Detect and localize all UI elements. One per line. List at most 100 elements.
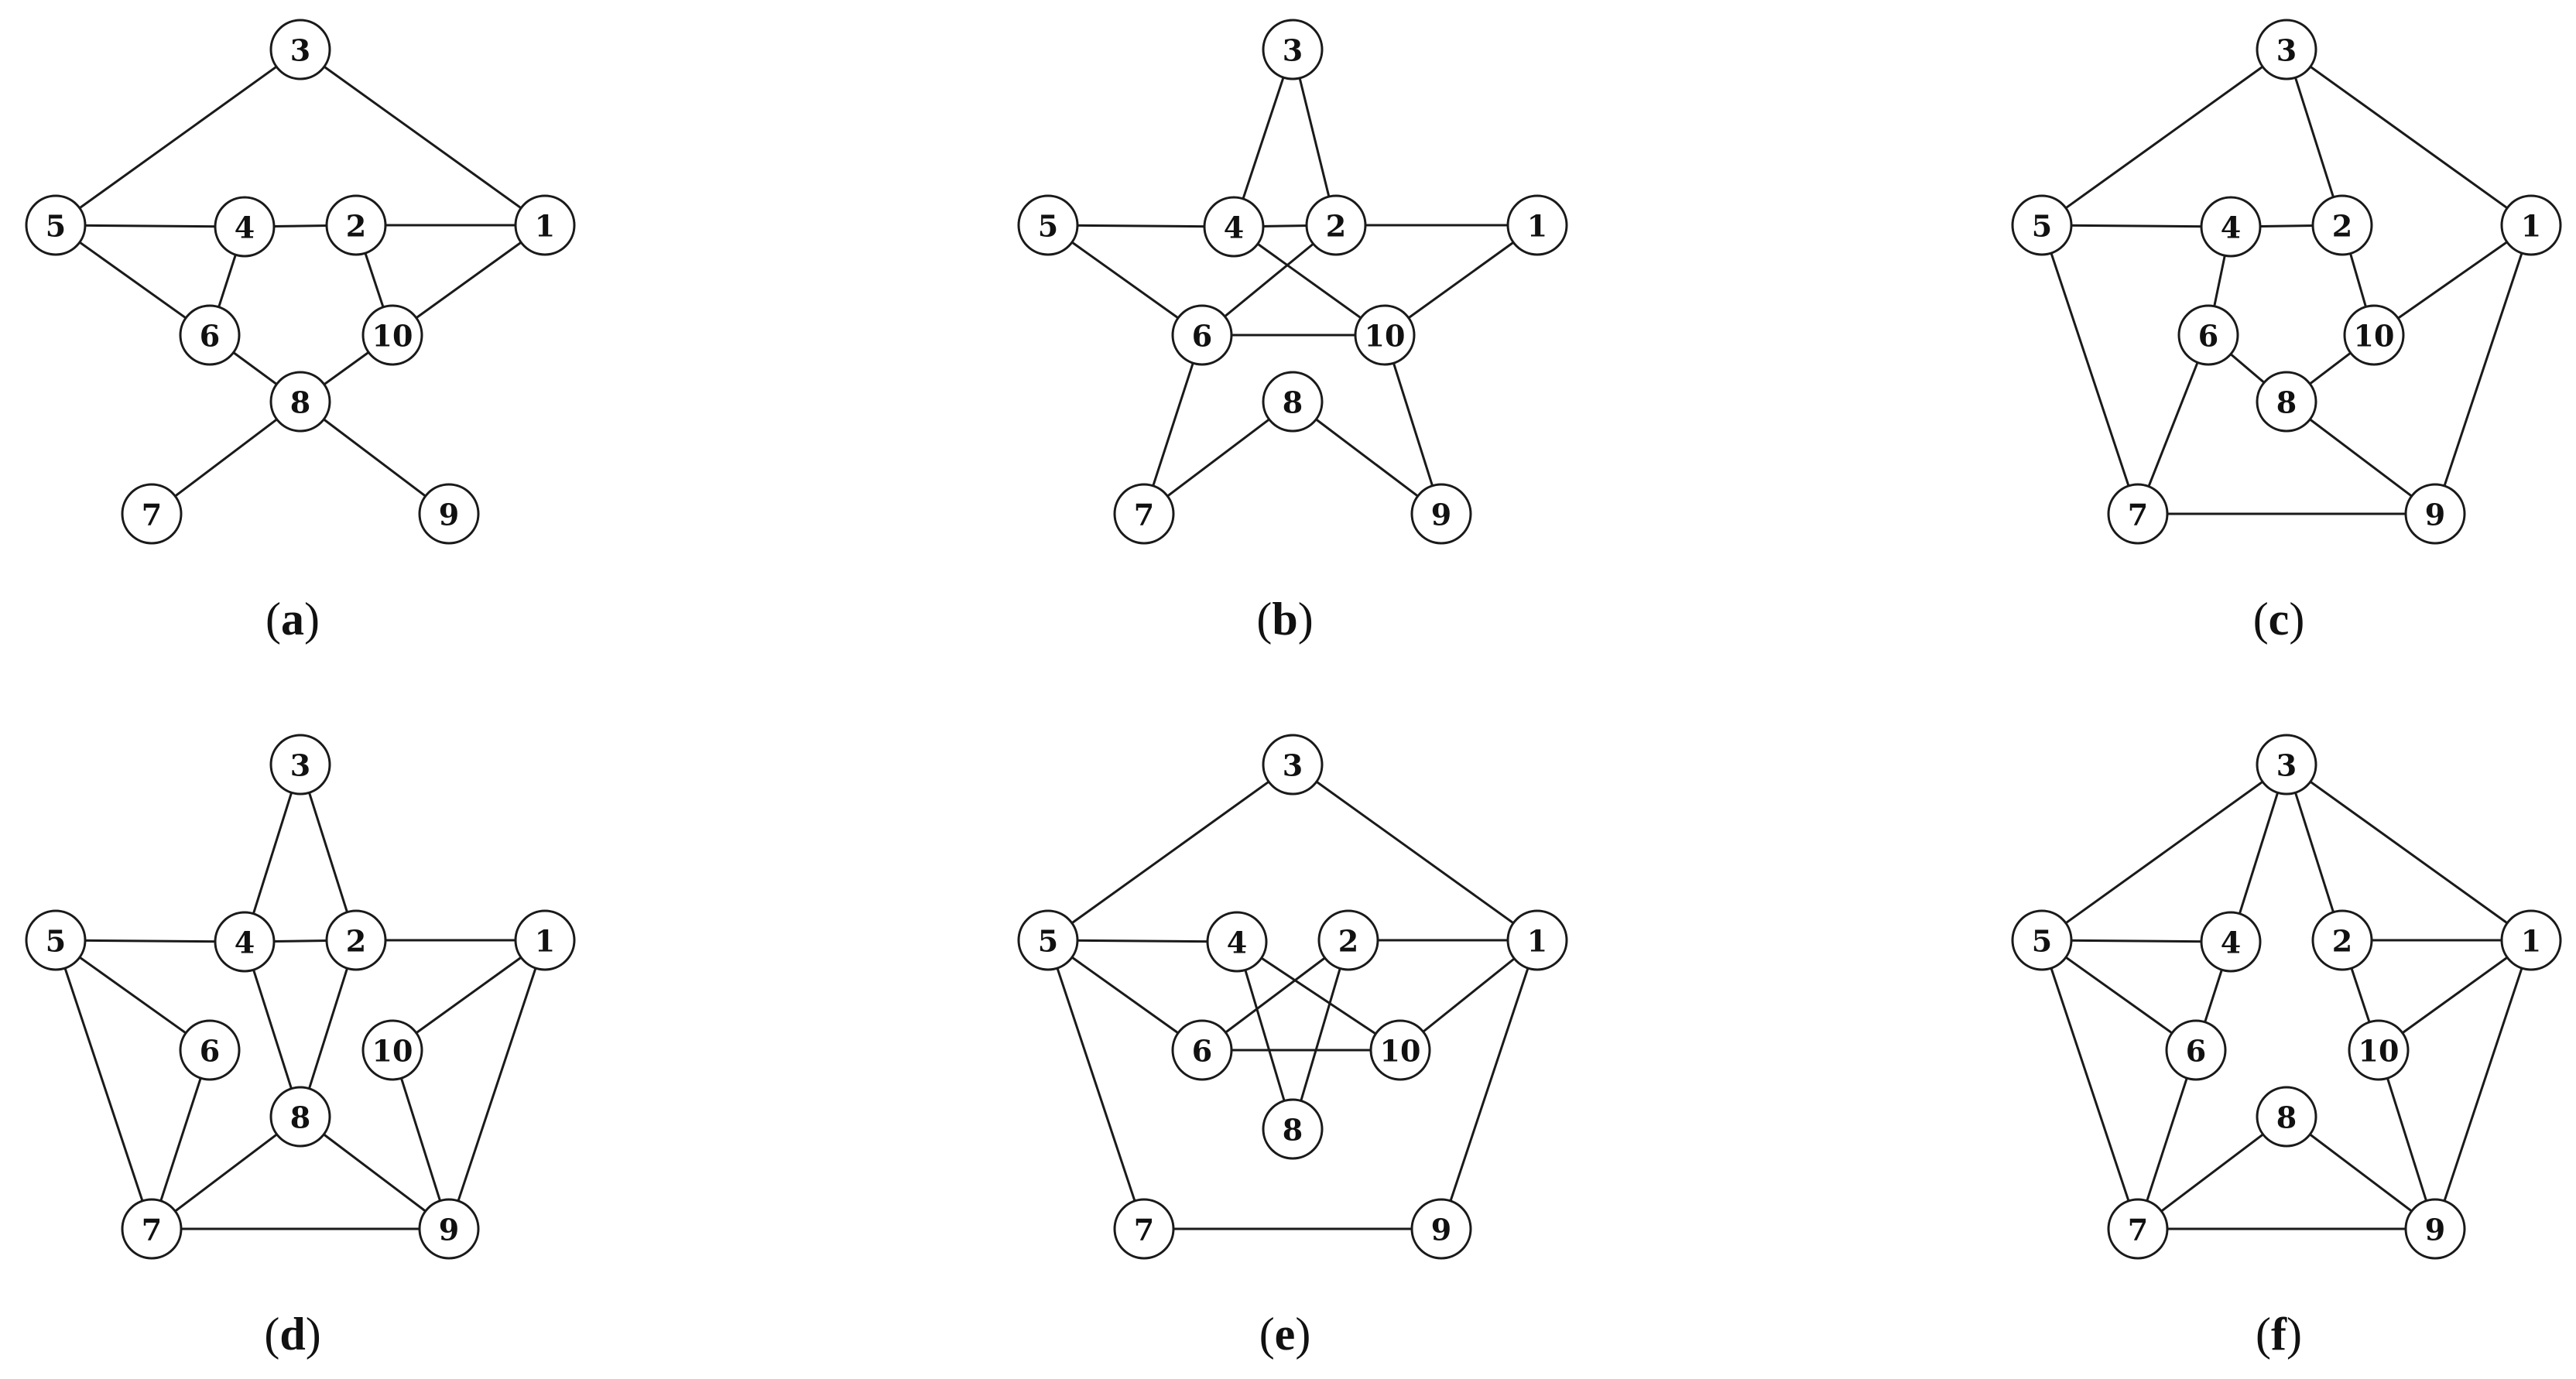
node-label: 2 — [346, 209, 366, 244]
node-7: 7 — [1113, 1198, 1175, 1260]
edge-3-2 — [2285, 49, 2344, 226]
node-circle — [2177, 304, 2239, 366]
edge-5-4 — [55, 224, 245, 228]
node-4: 4 — [214, 196, 276, 258]
node-circle — [2011, 194, 2073, 256]
node-label: 9 — [2425, 498, 2445, 532]
node-5: 5 — [25, 909, 87, 971]
node-9: 9 — [418, 483, 480, 545]
node-circle — [1410, 1198, 1472, 1260]
node-7: 7 — [121, 1198, 183, 1260]
node-4: 4 — [2200, 196, 2262, 258]
edges — [1047, 49, 1538, 515]
edge-5-6 — [55, 224, 211, 337]
edge-6-7 — [150, 1049, 211, 1230]
edges — [2040, 48, 2533, 515]
edge-3-4 — [243, 764, 302, 943]
edge-5-7 — [1046, 939, 1146, 1230]
panel-caption: (b) — [1256, 594, 1313, 645]
node-3: 3 — [1262, 734, 1324, 796]
edge-8-9 — [2286, 1115, 2436, 1230]
edge-8-9 — [300, 400, 450, 515]
node-9: 9 — [2404, 1198, 2466, 1260]
edge-2-8 — [299, 939, 358, 1117]
node-label: 4 — [235, 926, 255, 960]
node-6: 6 — [179, 304, 241, 366]
edge-5-7 — [2040, 224, 2139, 515]
edge-5-4 — [55, 939, 245, 943]
node-4: 4 — [214, 911, 276, 973]
node-circle — [2343, 304, 2405, 366]
node-label: 8 — [1283, 1113, 1303, 1148]
caption-letter: a — [281, 594, 304, 645]
node-label: 8 — [2276, 385, 2297, 420]
node-label: 2 — [1338, 924, 1358, 959]
node-circle — [1113, 1198, 1175, 1260]
edge-4-8 — [243, 941, 302, 1117]
edge-2-8 — [1291, 939, 1350, 1130]
edge-3-1 — [300, 48, 546, 227]
node-9: 9 — [1410, 483, 1472, 545]
node-1: 1 — [514, 194, 576, 256]
caption-close: ) — [306, 1309, 321, 1360]
node-label: 3 — [2276, 748, 2297, 783]
node-5: 5 — [25, 194, 87, 256]
node-5: 5 — [1017, 194, 1079, 256]
caption-close: ) — [304, 594, 320, 645]
edge-3-2 — [2285, 764, 2344, 941]
node-circle — [1506, 194, 1568, 256]
node-circle — [2311, 194, 2373, 256]
caption-letter: c — [2269, 594, 2290, 645]
node-circle — [1369, 1019, 1431, 1081]
node-circle — [269, 734, 331, 796]
edge-1-10 — [1384, 224, 1538, 337]
caption-open: ( — [2256, 1309, 2271, 1360]
panel-caption: (f) — [2256, 1309, 2302, 1360]
edge-5-4 — [2041, 224, 2232, 228]
panel-caption: (c) — [2253, 594, 2305, 645]
node-circle — [2200, 911, 2262, 973]
node-label: 4 — [235, 210, 255, 245]
node-2: 2 — [1317, 909, 1379, 971]
node-10: 10 — [2348, 1019, 2410, 1081]
edge-4-10 — [1233, 225, 1386, 337]
edge-1-9 — [447, 939, 546, 1230]
node-label: 10 — [372, 1034, 413, 1069]
node-label: 2 — [346, 924, 366, 959]
node-label: 5 — [46, 209, 66, 244]
edge-1-10 — [2373, 224, 2532, 337]
node-label: 3 — [290, 748, 310, 783]
node-label: 1 — [1527, 209, 1547, 244]
node-4: 4 — [1203, 196, 1265, 258]
node-label: 2 — [2332, 924, 2352, 959]
node-circle — [269, 19, 331, 80]
node-circle — [514, 909, 576, 971]
node-circle — [514, 194, 576, 256]
node-label: 10 — [372, 319, 413, 354]
node-circle — [269, 371, 331, 433]
node-10: 10 — [1354, 304, 1416, 366]
caption-open: ( — [2253, 594, 2269, 645]
edge-8-9 — [1292, 400, 1442, 515]
node-label: 6 — [1192, 319, 1212, 354]
node-circle — [121, 1198, 183, 1260]
node-7: 7 — [121, 483, 183, 545]
node-circle — [2256, 371, 2317, 433]
node-8: 8 — [269, 371, 331, 433]
node-circle — [2404, 483, 2466, 545]
node-circle — [325, 909, 387, 971]
node-label: 6 — [200, 319, 220, 354]
node-label: 4 — [2221, 926, 2241, 960]
node-circle — [1262, 734, 1324, 796]
edge-5-6 — [1047, 939, 1203, 1052]
node-circle — [1317, 909, 1379, 971]
edge-8-9 — [2286, 400, 2436, 515]
